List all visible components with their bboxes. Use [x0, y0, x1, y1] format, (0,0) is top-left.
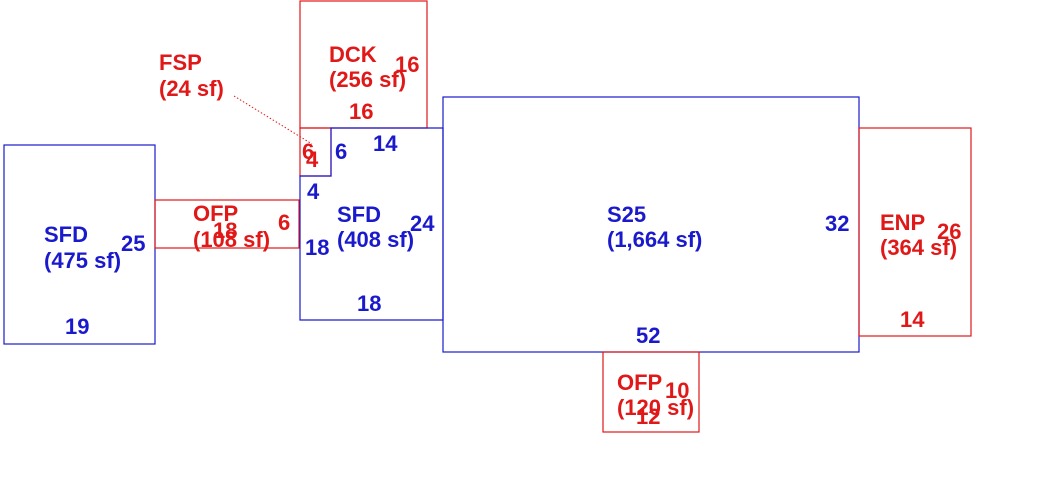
fsp-area: (24 sf)	[159, 76, 224, 101]
sfd-mid-area: (408 sf)	[337, 227, 414, 252]
ofp-bottom-area: (120 sf)	[617, 395, 694, 420]
enp-outline	[858, 127, 972, 337]
area-fsp[interactable]: FSP (24 sf) 6 4	[159, 50, 332, 177]
ofp-bottom-outline	[602, 351, 700, 433]
s25-dim-right: 32	[825, 211, 849, 236]
fsp-code: FSP	[159, 50, 202, 75]
area-sfd-mid[interactable]: SFD (408 sf) 6 14 4 24 18 18	[299, 127, 444, 321]
area-s25[interactable]: S25 (1,664 sf) 32 52	[442, 96, 860, 353]
dck-code: DCK	[329, 42, 377, 67]
fsp-dim-depth: 4	[306, 147, 319, 172]
ofp-bottom-dim-bottom: 12	[636, 404, 660, 429]
fsp-leader-line	[233, 95, 313, 145]
sfd-left-code: SFD	[44, 222, 88, 247]
sfd-mid-dim-notch-side: 6	[335, 139, 347, 164]
enp-dim-bottom: 14	[900, 307, 925, 332]
sfd-mid-dim-top: 14	[373, 131, 398, 156]
area-sfd-left[interactable]: SFD (475 sf) 25 19	[3, 144, 156, 345]
area-enp[interactable]: ENP (364 sf) 26 14	[858, 127, 972, 337]
s25-code: S25	[607, 202, 646, 227]
dck-area: (256 sf)	[329, 67, 406, 92]
area-dck[interactable]: DCK (256 sf) 16 16	[299, 0, 428, 129]
ofp-left-code: OFP	[193, 201, 238, 226]
enp-code: ENP	[880, 210, 925, 235]
area-ofp-bottom[interactable]: OFP (120 sf) 10 12	[602, 351, 700, 433]
ofp-left-area: (108 sf)	[193, 227, 270, 252]
s25-outline	[442, 96, 860, 353]
ofp-left-dim-width: 6	[278, 210, 290, 235]
area-ofp-left[interactable]: OFP (108 sf) 18 6	[154, 199, 300, 252]
fsp-dim-width: 6	[302, 139, 314, 164]
ofp-bottom-code: OFP	[617, 370, 662, 395]
ofp-left-dim-length: 18	[213, 218, 237, 243]
enp-area: (364 sf)	[880, 235, 957, 260]
sfd-mid-dim-notch-bottom: 4	[307, 179, 320, 204]
dck-dim-side: 16	[395, 52, 419, 77]
s25-dim-bottom: 52	[636, 323, 660, 348]
sfd-left-dim-side: 25	[121, 231, 145, 256]
enp-dim-side: 26	[937, 219, 961, 244]
ofp-bottom-dim-side: 10	[665, 378, 689, 403]
sfd-left-dim-bottom: 19	[65, 314, 89, 339]
ofp-left-outline	[154, 199, 300, 249]
dck-dim-bottom: 16	[349, 99, 373, 124]
sfd-mid-dim-left: 18	[305, 235, 329, 260]
sfd-mid-code: SFD	[337, 202, 381, 227]
sfd-mid-dim-right: 24	[410, 211, 435, 236]
sfd-left-area: (475 sf)	[44, 248, 121, 273]
sfd-mid-dim-bottom: 18	[357, 291, 381, 316]
s25-area: (1,664 sf)	[607, 227, 702, 252]
